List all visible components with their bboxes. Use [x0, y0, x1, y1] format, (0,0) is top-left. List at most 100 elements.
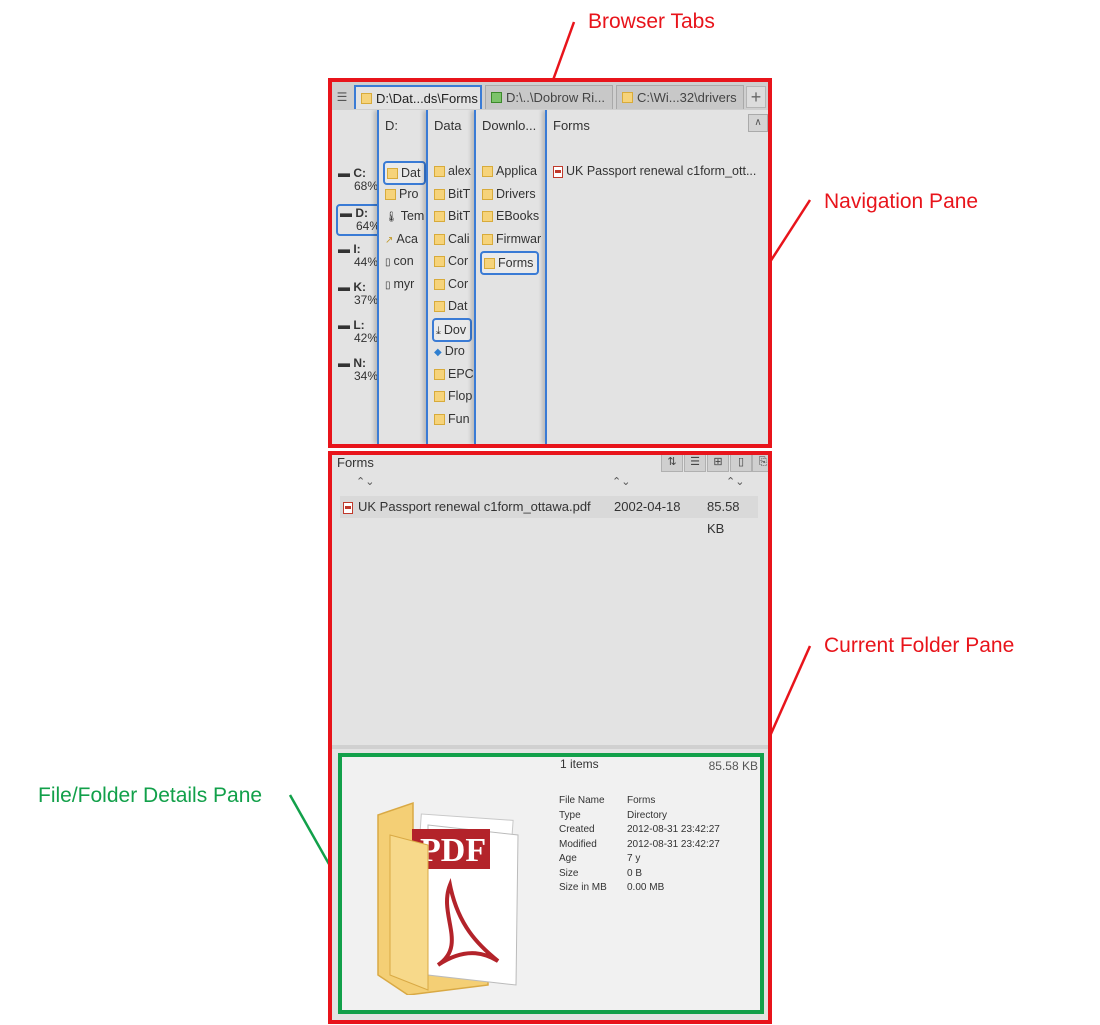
table-row[interactable]: UK Passport renewal c1form_ottawa.pdf 20…: [340, 496, 758, 536]
folder-icon: [434, 279, 445, 291]
tab-dobrow[interactable]: D:\..\Dobrow Ri...: [485, 85, 613, 109]
list-item[interactable]: Applica: [482, 161, 537, 181]
size-sort-toggle[interactable]: ⌃⌄: [726, 476, 745, 488]
new-folder-icon[interactable]: ⊞: [707, 455, 729, 472]
list-item[interactable]: 🌡Tem: [385, 209, 425, 223]
folder-icon: [434, 189, 445, 201]
list-item[interactable]: ▯con: [385, 254, 414, 268]
list-item[interactable]: BitT: [434, 184, 470, 204]
drives-column: ▬ C:68% ▬ D:64% ▬ I:44% ▬ K:37% ▬ L:42% …: [332, 110, 393, 444]
column-downloads: Downlo... Applica Drivers EBooks Firmwar…: [474, 110, 548, 444]
list-item[interactable]: Cor: [434, 274, 468, 294]
drive-d[interactable]: ▬ D:64%: [336, 204, 393, 236]
list-item[interactable]: Pro: [385, 184, 418, 204]
network-drive-icon: ▬: [338, 280, 354, 294]
details-pane-callout: File/Folder Details Pane: [38, 784, 263, 807]
file-name: UK Passport renewal c1form_ottawa.pdf: [358, 499, 591, 514]
folder-icon: [434, 301, 445, 313]
browser-tabs-callout: Browser Tabs: [588, 10, 715, 33]
folder-icon: [434, 234, 445, 246]
folder-icon: [434, 211, 445, 223]
shared-folder-icon: [491, 92, 502, 103]
list-item[interactable]: ⤓Dov: [432, 318, 473, 342]
folder-icon: [482, 189, 493, 201]
list-item[interactable]: ▯myr: [385, 277, 415, 291]
folder-icon: [434, 166, 445, 178]
tab-drivers[interactable]: C:\Wi...32\drivers: [616, 85, 744, 109]
tab-menu-icon[interactable]: ☰: [336, 90, 348, 104]
folder-icon: [482, 166, 493, 178]
folder-icon: [434, 414, 445, 426]
paste-icon[interactable]: ⎘: [752, 455, 768, 472]
navigation-pane-callout: Navigation Pane: [824, 190, 979, 213]
drive-k[interactable]: ▬ K:37%: [338, 280, 379, 307]
column-data: Data alex BitT BitT Cali Cor Cor Dat ⤓Do…: [426, 110, 480, 444]
tab-label: D:\Dat...ds\Forms: [376, 91, 478, 106]
drive-l[interactable]: ▬ L:42%: [338, 318, 379, 345]
hard-drive-icon: ▬: [338, 318, 354, 332]
list-item[interactable]: Cali: [434, 229, 470, 249]
new-file-icon[interactable]: ▯: [730, 455, 752, 472]
hard-drive-icon: ▬: [340, 206, 356, 220]
tab-forms[interactable]: D:\Dat...ds\Forms: [354, 85, 482, 109]
tab-label: D:\..\Dobrow Ri...: [506, 90, 605, 105]
pane-splitter[interactable]: [332, 745, 768, 749]
list-view-icon[interactable]: ☰: [684, 455, 706, 472]
list-item[interactable]: ↗Aca: [385, 232, 418, 246]
list-item[interactable]: ◆Dro: [434, 344, 465, 358]
column-browser: ▬ C:68% ▬ D:64% ▬ I:44% ▬ K:37% ▬ L:42% …: [332, 110, 768, 444]
pdf-folder-preview-icon: PDF: [377, 801, 519, 995]
folder-icon: [482, 211, 493, 223]
list-item[interactable]: Dat: [383, 161, 427, 185]
pdf-file-icon: [553, 165, 563, 178]
column-d: D: Dat Pro 🌡Tem ↗Aca ▯con ▯myr: [377, 110, 429, 444]
browser-tab-bar: ☰ D:\Dat...ds\Forms D:\..\Dobrow Ri... C…: [332, 82, 768, 110]
hard-drive-icon: ▬: [338, 166, 354, 180]
column-header: Data: [434, 118, 462, 133]
list-item[interactable]: EPC: [434, 364, 474, 384]
drive-c[interactable]: ▬ C:68%: [338, 166, 379, 193]
add-tab-button[interactable]: +: [746, 86, 766, 108]
file-icon: ▯: [385, 257, 391, 268]
total-size: 85.58 KB: [708, 759, 758, 773]
folder-icon: [434, 391, 445, 403]
drive-i[interactable]: ▬ I:44%: [338, 242, 379, 269]
list-item[interactable]: Fun: [434, 409, 470, 429]
list-item[interactable]: UK Passport renewal c1form_ott...: [553, 161, 756, 181]
column-header: Forms: [553, 118, 590, 133]
list-item[interactable]: BitT: [434, 206, 470, 226]
drive-n[interactable]: ▬ N:34%: [338, 356, 379, 383]
list-item[interactable]: Forms: [480, 251, 540, 275]
dropbox-icon: ◆: [434, 347, 442, 358]
date-sort-toggle[interactable]: ⌃⌄: [612, 476, 631, 488]
folder-icon: [482, 234, 493, 246]
file-date: 2002-04-18: [614, 499, 681, 514]
list-item[interactable]: Drivers: [482, 184, 536, 204]
current-folder-pane-callout: Current Folder Pane: [824, 634, 1015, 657]
shortcut-icon: ↗: [385, 235, 394, 246]
column-header: D:: [385, 118, 398, 133]
column-header: Downlo...: [482, 118, 537, 133]
name-sort-toggle[interactable]: ⌃⌄: [356, 476, 375, 488]
list-item[interactable]: Flop: [434, 386, 472, 406]
list-item[interactable]: EBooks: [482, 206, 539, 226]
list-item[interactable]: Dat: [434, 296, 467, 316]
folder-icon: [434, 369, 445, 381]
tab-label: C:\Wi...32\drivers: [637, 90, 737, 105]
folder-icon: [361, 93, 372, 104]
current-folder-pane-frame: [328, 451, 772, 1024]
list-item[interactable]: alex: [434, 161, 471, 181]
scroll-up-button[interactable]: ∧: [748, 114, 768, 132]
current-folder-title: Forms: [337, 455, 374, 470]
list-item[interactable]: Cor: [434, 251, 468, 271]
list-item[interactable]: Firmwar: [482, 229, 541, 249]
thermometer-icon: 🌡: [385, 212, 398, 223]
sort-icon[interactable]: ⇅: [661, 455, 683, 472]
navigation-pane-frame: [328, 78, 772, 448]
column-forms: Forms ∧ UK Passport renewal c1form_ott..…: [545, 110, 768, 444]
